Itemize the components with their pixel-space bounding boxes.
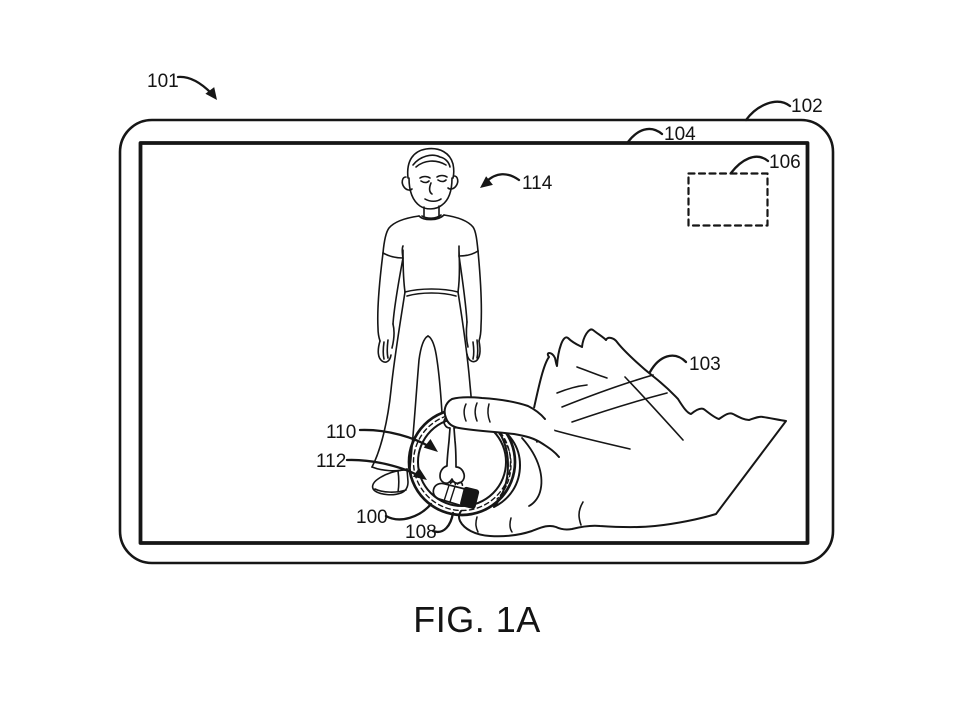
ref-label-100: 100 <box>356 507 388 528</box>
thumb-nail-hatches <box>463 402 491 423</box>
person-mouth <box>424 198 442 203</box>
ring-device <box>407 407 521 517</box>
person-collar <box>418 214 445 221</box>
person-arm-left <box>376 252 404 342</box>
ref-label-104: 104 <box>664 124 696 145</box>
ref-label-102: 102 <box>791 96 823 117</box>
person-ear-left <box>401 176 413 191</box>
ref-label-101: 101 <box>147 71 179 92</box>
ref-label-114: 114 <box>522 173 553 194</box>
leader-100 <box>384 502 433 521</box>
thumb-fill <box>444 397 560 458</box>
ring-back-rim <box>490 421 521 508</box>
ref-label-106: 106 <box>769 152 801 173</box>
leader-110 <box>358 428 432 449</box>
hand-crease-lines <box>524 366 684 526</box>
person-pants <box>371 291 406 468</box>
leader-102 <box>744 100 792 122</box>
palm-edge-line <box>521 437 543 507</box>
ref-label-108: 108 <box>405 522 437 543</box>
sensor-segments <box>443 484 456 503</box>
person-arm-right <box>458 250 483 342</box>
dashed-ui-region <box>687 172 769 227</box>
person-nose <box>428 182 433 195</box>
person-neck <box>423 205 440 218</box>
arrowheads <box>205 87 493 480</box>
thumb <box>443 396 560 458</box>
ring-sensor-component <box>432 480 480 509</box>
ref-label-110: 110 <box>326 422 356 443</box>
thumb-outline <box>443 396 560 458</box>
arrowhead-110 <box>423 439 438 452</box>
hand-outline <box>457 328 787 538</box>
person-face <box>408 177 453 210</box>
arrowhead-101 <box>205 87 217 100</box>
figure-caption: FIG. 1A <box>413 599 541 640</box>
person-shirt-hem <box>404 288 459 297</box>
fingertip-hatches <box>475 516 513 533</box>
arrowhead-112 <box>412 467 427 480</box>
person-hand-right <box>465 321 481 363</box>
leader-108 <box>431 511 455 534</box>
display-screen <box>138 141 810 545</box>
person-hair-strands <box>412 154 451 168</box>
person-ear-right <box>447 175 459 190</box>
leader-101 <box>176 75 213 95</box>
sensor-body <box>432 482 469 507</box>
leader-103 <box>648 354 688 374</box>
ref-label-103: 103 <box>689 354 721 375</box>
leader-104 <box>626 127 664 144</box>
leader-lines <box>176 75 792 534</box>
person-eyes <box>419 174 448 184</box>
person-hair <box>406 147 455 179</box>
device-outer-frame <box>118 118 835 565</box>
reference-numerals: 101 102 104 106 114 103 110 112 100 108 <box>147 71 823 543</box>
leader-112 <box>345 458 421 478</box>
sensor-dark-element <box>460 486 480 509</box>
person-shoe <box>371 468 409 496</box>
arrowhead-114 <box>480 176 493 188</box>
person-hand-left <box>377 323 395 363</box>
ref-label-112: 112 <box>316 451 346 472</box>
leader-106 <box>729 155 770 175</box>
person-shirt <box>382 215 420 254</box>
hand-figure <box>457 328 787 538</box>
sensor-nubs <box>449 480 464 487</box>
